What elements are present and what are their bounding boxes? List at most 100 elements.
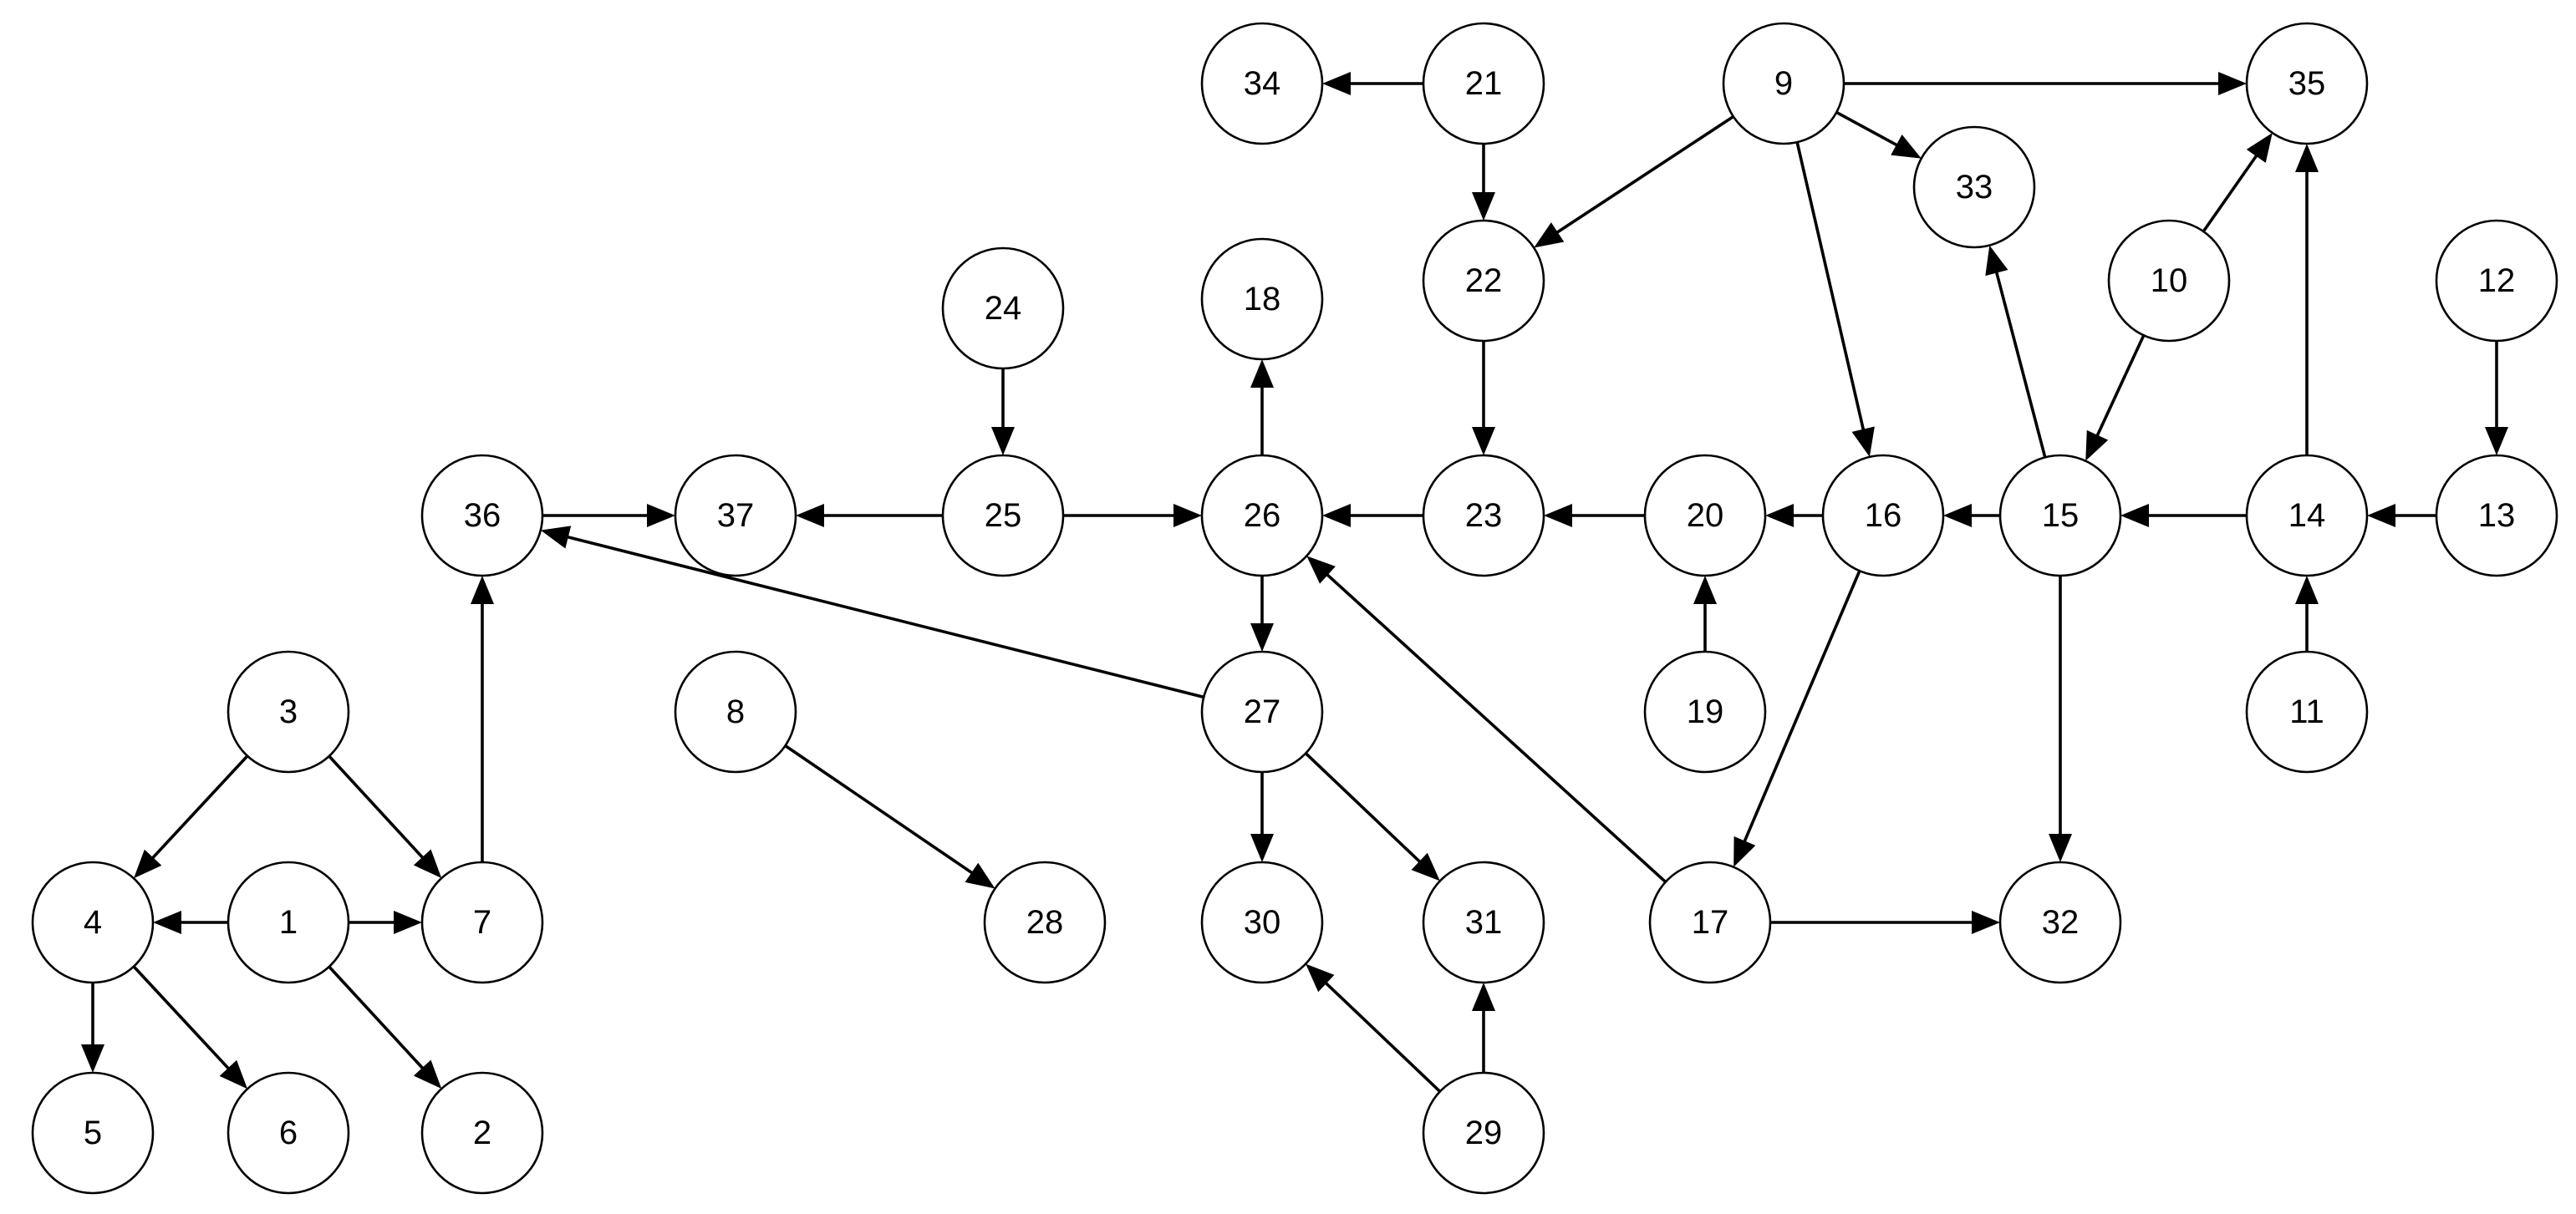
- edge-1-to-4: [153, 911, 228, 934]
- edge-4-to-5: [81, 983, 104, 1073]
- node-5: 5: [31, 1071, 155, 1195]
- node-label: 27: [1244, 693, 1281, 730]
- node-circle: [227, 1071, 350, 1195]
- node-18: 18: [1200, 237, 1324, 361]
- node-9: 9: [1722, 22, 1845, 145]
- edge-27-to-30: [1250, 772, 1274, 862]
- node-label: 1: [279, 904, 298, 941]
- node-label: 25: [985, 497, 1022, 534]
- node-label: 13: [2478, 497, 2516, 534]
- node-circle: [983, 861, 1107, 984]
- edge-line: [1835, 110, 1899, 147]
- arrowhead: [1173, 504, 1202, 527]
- edge-line: [1743, 570, 1861, 843]
- edge-14-to-35: [2295, 144, 2319, 455]
- edge-1-to-2: [328, 965, 442, 1090]
- arrowhead: [1472, 983, 1495, 1011]
- edge-10-to-15: [2085, 334, 2146, 461]
- node-circle: [1422, 1071, 1545, 1195]
- edge-25-to-37: [796, 504, 943, 527]
- arrowhead: [1891, 135, 1922, 159]
- node-1: 1: [227, 861, 350, 984]
- node-circle: [1912, 125, 2036, 249]
- node-circle: [1643, 650, 1767, 774]
- node-circle: [1998, 861, 2122, 984]
- arrowhead: [2295, 144, 2319, 172]
- node-label: 19: [1687, 693, 1724, 730]
- arrowhead: [1472, 192, 1495, 221]
- node-circle: [1200, 650, 1324, 774]
- node-label: 20: [1687, 497, 1724, 534]
- node-23: 23: [1422, 454, 1545, 577]
- edge-line: [132, 965, 231, 1071]
- node-circle: [1821, 454, 1945, 577]
- node-19: 19: [1643, 650, 1767, 774]
- node-circle: [674, 650, 797, 774]
- arrowhead: [1250, 359, 1274, 388]
- node-label: 5: [84, 1115, 102, 1151]
- node-circle: [941, 454, 1065, 577]
- edge-9-to-16: [1795, 141, 1875, 457]
- node-circle: [2107, 219, 2231, 343]
- arrowhead: [1765, 504, 1794, 527]
- arrowhead: [2218, 72, 2247, 95]
- node-25: 25: [941, 454, 1065, 577]
- node-circle: [1422, 861, 1545, 984]
- edge-15-to-16: [1943, 504, 2000, 527]
- node-circle: [227, 650, 350, 774]
- arrowhead: [1851, 426, 1875, 457]
- edge-9-to-35: [1844, 72, 2247, 95]
- node-21: 21: [1422, 22, 1545, 145]
- node-36: 36: [420, 454, 544, 577]
- node-label: 31: [1465, 904, 1503, 941]
- node-circle: [1722, 22, 1845, 145]
- arrowhead: [1250, 834, 1274, 862]
- arrowhead: [2120, 504, 2149, 527]
- node-circle: [941, 246, 1065, 370]
- arrowhead: [219, 1059, 248, 1090]
- node-37: 37: [674, 454, 797, 577]
- node-2: 2: [420, 1071, 544, 1195]
- node-11: 11: [2245, 650, 2369, 774]
- node-28: 28: [983, 861, 1107, 984]
- node-label: 4: [84, 904, 102, 941]
- edge-36-to-37: [542, 504, 675, 527]
- edge-11-to-14: [2295, 576, 2319, 652]
- edge-26-to-27: [1250, 576, 1274, 652]
- arrowhead: [1306, 963, 1335, 993]
- edge-line: [1325, 572, 1667, 883]
- edge-layer: [81, 72, 2508, 1093]
- arrowhead: [2295, 576, 2319, 604]
- node-20: 20: [1643, 454, 1767, 577]
- node-22: 22: [1422, 219, 1545, 343]
- node-31: 31: [1422, 861, 1545, 984]
- arrowhead: [1943, 504, 1972, 527]
- node-label: 23: [1465, 497, 1503, 534]
- node-label: 6: [279, 1115, 298, 1151]
- edge-9-to-33: [1835, 110, 1922, 159]
- edge-17-to-26: [1306, 556, 1667, 883]
- node-10: 10: [2107, 219, 2231, 343]
- node-label: 15: [2042, 497, 2080, 534]
- node-17: 17: [1648, 861, 1772, 984]
- arrowhead: [1985, 245, 2008, 277]
- node-label: 32: [2042, 904, 2080, 941]
- edge-25-to-26: [1063, 504, 1202, 527]
- edge-13-to-14: [2367, 504, 2436, 527]
- arrowhead: [413, 1059, 442, 1090]
- node-label: 12: [2478, 262, 2516, 299]
- node-4: 4: [31, 861, 155, 984]
- arrowhead: [991, 427, 1015, 455]
- edge-line: [1994, 271, 2047, 458]
- node-circle: [2435, 219, 2558, 343]
- arrowhead: [1472, 427, 1495, 455]
- node-29: 29: [1422, 1071, 1545, 1195]
- edge-10-to-35: [2202, 133, 2273, 233]
- arrowhead: [540, 526, 572, 549]
- node-circle: [1422, 22, 1545, 145]
- edge-4-to-6: [132, 965, 248, 1090]
- node-8: 8: [674, 650, 797, 774]
- node-35: 35: [2245, 22, 2369, 145]
